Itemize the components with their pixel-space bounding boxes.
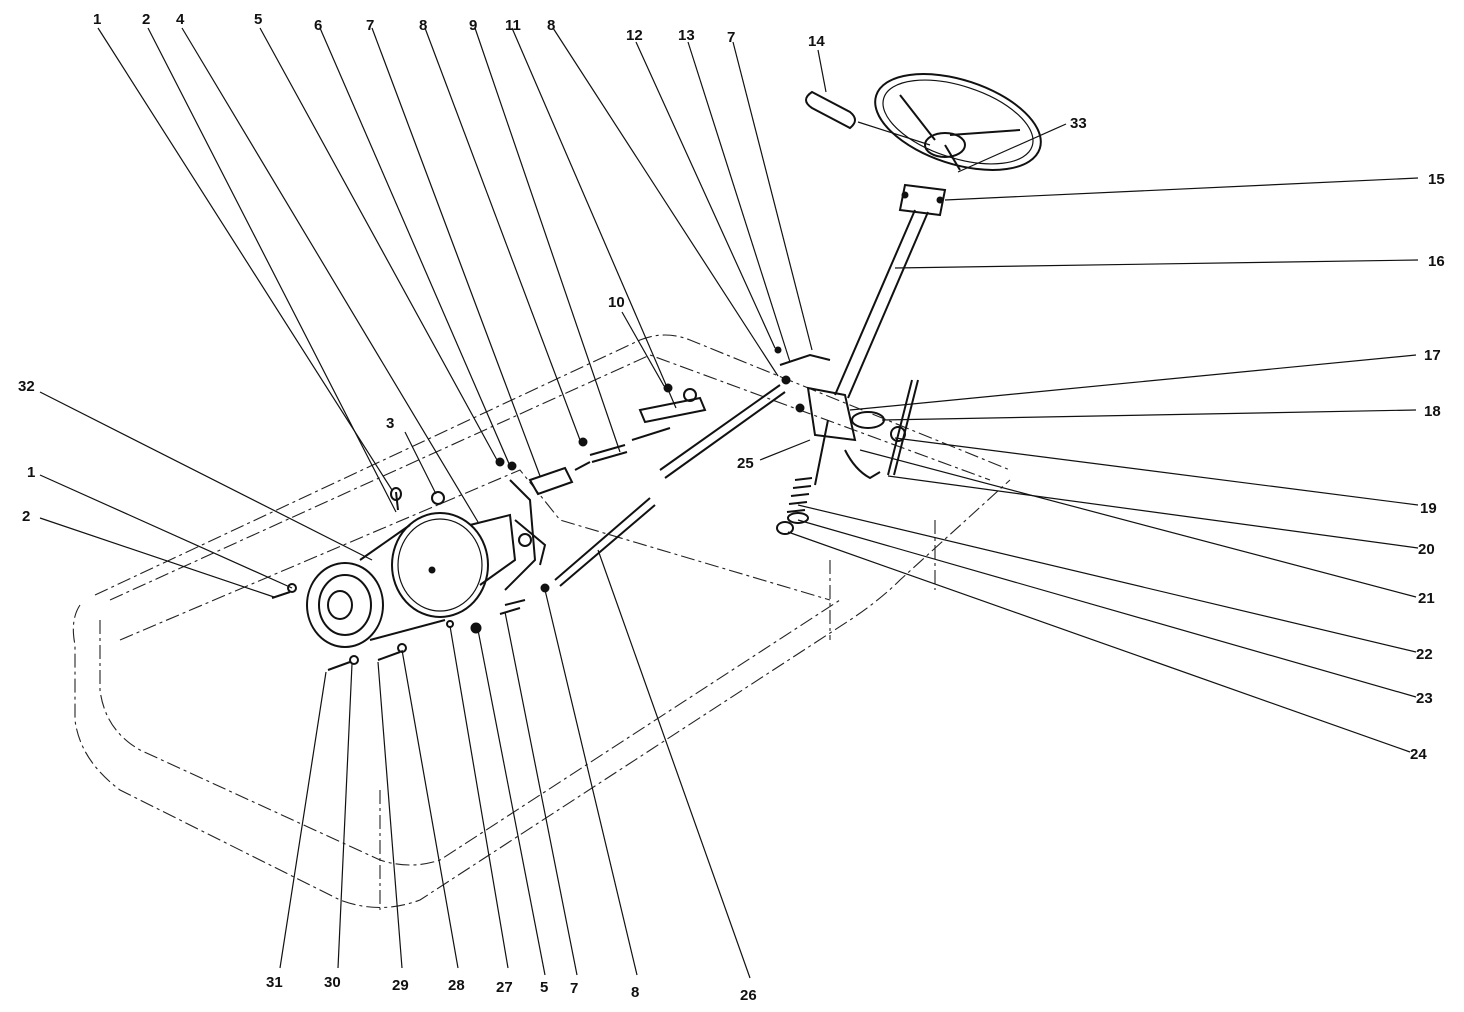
tensioner-arm xyxy=(495,457,547,591)
callout-7-top: 7 xyxy=(366,17,374,34)
pulley-assembly xyxy=(306,512,517,648)
linkage-rods xyxy=(540,384,786,593)
callout-1-top: 1 xyxy=(93,11,101,28)
callout-31: 31 xyxy=(266,974,283,991)
callout-8-bottom: 8 xyxy=(631,984,639,1001)
vehicle-frame-outline xyxy=(72,334,1011,910)
callout-32: 32 xyxy=(18,378,35,395)
callout-26: 26 xyxy=(740,987,757,1004)
callout-17: 17 xyxy=(1424,347,1441,364)
callout-2-left: 2 xyxy=(22,508,30,525)
callout-4-top: 4 xyxy=(176,11,185,28)
callout-8b-top: 8 xyxy=(547,17,555,34)
callout-3: 3 xyxy=(386,415,394,432)
callout-18: 18 xyxy=(1424,403,1441,420)
column-bracket xyxy=(774,346,919,480)
callout-25: 25 xyxy=(737,455,754,472)
callout-6-top: 6 xyxy=(314,17,322,34)
callouts-right: 33 15 16 17 18 19 20 21 22 23 24 xyxy=(1070,115,1445,763)
callout-12-top: 12 xyxy=(626,27,643,44)
callout-24: 24 xyxy=(1410,746,1427,763)
callout-21: 21 xyxy=(1418,590,1435,607)
callout-28: 28 xyxy=(448,977,465,994)
callout-2-top: 2 xyxy=(142,11,150,28)
callout-22: 22 xyxy=(1416,646,1433,663)
control-lever xyxy=(805,90,931,146)
callout-33: 33 xyxy=(1070,115,1087,132)
callout-13-top: 13 xyxy=(678,27,695,44)
steering-column xyxy=(834,183,947,399)
callouts-top: 1 2 4 5 6 7 8 9 11 8 12 13 7 14 xyxy=(93,11,825,50)
callout-30: 30 xyxy=(324,974,341,991)
spring-assembly xyxy=(776,419,829,535)
callout-7b-top: 7 xyxy=(727,29,735,46)
hardware xyxy=(271,487,526,671)
callout-23: 23 xyxy=(1416,690,1433,707)
callout-16: 16 xyxy=(1428,253,1445,270)
rod-end-assembly xyxy=(638,383,707,424)
clevis xyxy=(528,461,591,496)
callout-5-top: 5 xyxy=(254,11,262,28)
callout-11-top: 11 xyxy=(505,17,521,34)
callout-29: 29 xyxy=(392,977,409,994)
callout-14-top: 14 xyxy=(808,33,825,50)
callout-19: 19 xyxy=(1420,500,1437,517)
callouts-bottom: 31 30 29 28 27 5 7 8 26 xyxy=(266,974,757,1004)
leader-lines xyxy=(39,27,1419,979)
callouts-left: 32 1 2 3 10 25 xyxy=(18,294,754,525)
callout-10: 10 xyxy=(608,294,625,311)
callout-1-left: 1 xyxy=(27,464,35,481)
callout-20: 20 xyxy=(1418,541,1435,558)
callout-15: 15 xyxy=(1428,171,1445,188)
steering-wheel xyxy=(874,73,1042,171)
callout-27: 27 xyxy=(496,979,513,996)
callout-8-top: 8 xyxy=(419,17,427,34)
callout-7-bottom: 7 xyxy=(570,980,578,997)
callout-5-bottom: 5 xyxy=(540,979,548,996)
callout-9-top: 9 xyxy=(469,17,477,34)
